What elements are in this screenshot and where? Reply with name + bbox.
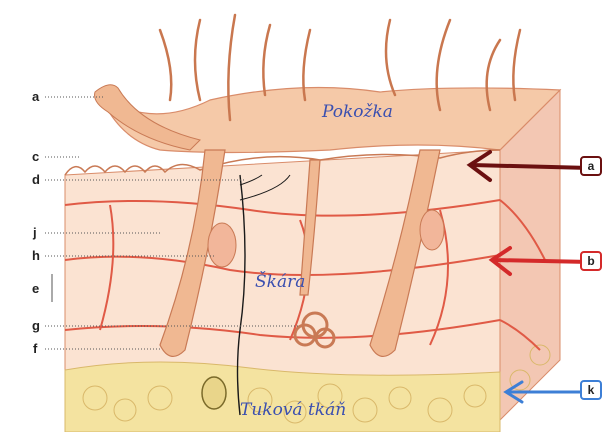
pacinian-corpuscle	[202, 377, 226, 409]
tag-b: b	[580, 251, 602, 271]
layer-label-subcutis: Tuková tkáň	[240, 400, 346, 420]
label-j: j	[33, 225, 37, 240]
layer-label-dermis: Škára	[255, 272, 305, 292]
tag-a: a	[580, 156, 602, 176]
arrow-k	[506, 382, 590, 402]
label-c: c	[32, 149, 39, 164]
layer-label-epidermis: Pokožka	[322, 102, 393, 122]
dermis-layer	[65, 150, 500, 385]
label-a: a	[32, 89, 39, 104]
tag-k: k	[580, 380, 602, 400]
label-e: e	[32, 281, 39, 296]
label-f: f	[33, 341, 37, 356]
label-d: d	[32, 172, 40, 187]
label-g: g	[32, 318, 40, 333]
label-h: h	[32, 248, 40, 263]
